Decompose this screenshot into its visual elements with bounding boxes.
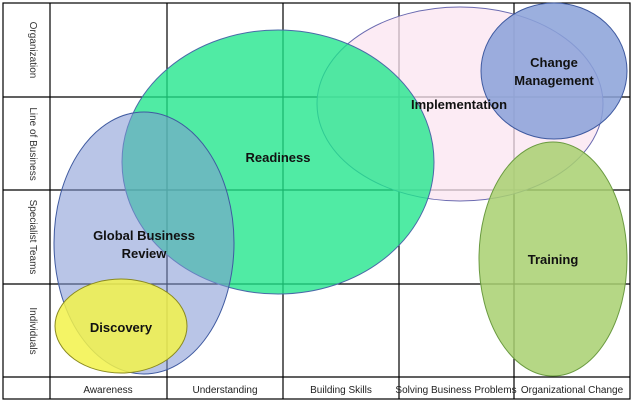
row-label-specialist-teams: Specialist Teams xyxy=(27,200,38,275)
column-label-awareness: Awareness xyxy=(83,385,132,396)
area-labels: Implementation Readiness Global Business… xyxy=(90,55,594,335)
column-label-building-skills: Building Skills xyxy=(310,385,372,396)
global-business-review-label-line1: Global Business xyxy=(93,228,195,243)
row-label-organization: Organization xyxy=(27,22,38,79)
row-label-individuals: Individuals xyxy=(27,307,38,354)
implementation-label: Implementation xyxy=(411,97,507,112)
areas xyxy=(53,2,628,377)
training-ellipse xyxy=(478,141,628,377)
global-business-review-label-line2: Review xyxy=(122,246,168,261)
change-management-label-line1: Change xyxy=(530,55,578,70)
row-labels: Organization Line of Business Specialist… xyxy=(27,22,38,355)
discovery-label: Discovery xyxy=(90,320,153,335)
readiness-label: Readiness xyxy=(245,150,310,165)
change-management-ellipse xyxy=(480,2,628,140)
column-label-solving-business-problems: Solving Business Problems xyxy=(395,385,516,396)
change-management-label-line2: Management xyxy=(514,73,594,88)
column-label-understanding: Understanding xyxy=(192,385,257,396)
training-label: Training xyxy=(528,252,579,267)
row-label-line-of-business: Line of Business xyxy=(27,107,38,180)
column-labels: Awareness Understanding Building Skills … xyxy=(83,385,623,396)
column-label-organizational-change: Organizational Change xyxy=(521,385,624,396)
discovery-ellipse xyxy=(54,278,188,374)
